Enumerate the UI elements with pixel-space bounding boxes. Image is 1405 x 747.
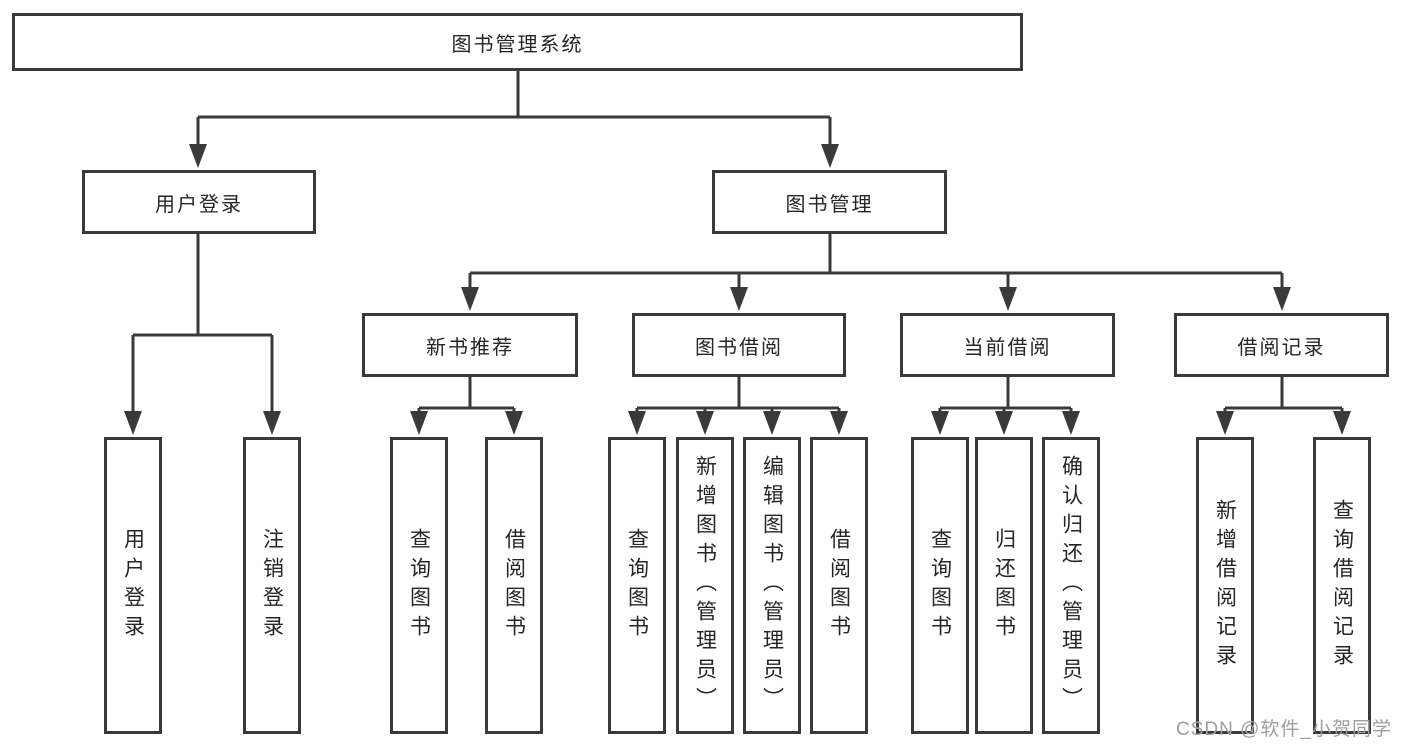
node-label: 新增图书（管理员） [693, 455, 717, 716]
leaf-query-books-borrow: 查询图书 [608, 437, 666, 734]
node-user-login: 用户登录 [82, 170, 316, 234]
leaf-edit-book-admin: 编辑图书（管理员） [743, 437, 801, 734]
leaf-add-borrow-record: 新增借阅记录 [1196, 437, 1254, 734]
leaf-borrow-books-recommend: 借阅图书 [485, 437, 543, 734]
node-label: 用户登录 [155, 193, 243, 216]
node-label: 查询图书 [625, 527, 649, 644]
node-label: 借阅记录 [1237, 336, 1326, 359]
node-book-borrow: 图书借阅 [632, 313, 846, 377]
leaf-query-books-recommend: 查询图书 [390, 437, 448, 734]
node-label: 借阅图书 [827, 527, 851, 644]
node-label: 新书推荐 [426, 336, 514, 359]
node-current-borrow: 当前借阅 [900, 313, 1115, 377]
node-label: 注销登录 [260, 527, 284, 644]
node-label: 查询图书 [928, 527, 952, 644]
leaf-return-book: 归还图书 [975, 437, 1033, 734]
csdn-watermark: CSDN @软件_小贺同学 [1176, 719, 1392, 740]
node-label: 用户登录 [121, 527, 145, 644]
node-label: 查询借阅记录 [1330, 498, 1354, 673]
leaf-query-borrow-record: 查询借阅记录 [1313, 437, 1371, 734]
node-label: 确认归还（管理员） [1059, 455, 1083, 716]
node-label: 编辑图书（管理员） [760, 455, 784, 716]
arrowheads [124, 144, 1351, 435]
leaf-logout: 注销登录 [243, 437, 301, 734]
node-label: 图书借阅 [695, 336, 783, 359]
node-book-management: 图书管理 [712, 170, 947, 234]
leaf-user-login: 用户登录 [104, 437, 162, 734]
node-label: 归还图书 [992, 527, 1016, 644]
node-label: 查询图书 [407, 527, 431, 644]
leaf-confirm-return-admin: 确认归还（管理员） [1042, 437, 1100, 734]
node-borrow-records: 借阅记录 [1174, 313, 1389, 377]
leaf-query-books-current: 查询图书 [911, 437, 969, 734]
node-label: 新增借阅记录 [1213, 498, 1237, 673]
leaf-add-book-admin: 新增图书（管理员） [676, 437, 734, 734]
node-label: 图书管理 [785, 193, 874, 216]
node-label: 图书管理系统 [451, 33, 584, 56]
node-label: 借阅图书 [502, 527, 526, 644]
leaf-borrow-books: 借阅图书 [810, 437, 868, 734]
node-library-management-system: 图书管理系统 [12, 13, 1023, 71]
node-label: 当前借阅 [963, 336, 1052, 359]
node-new-book-recommend: 新书推荐 [362, 313, 578, 377]
